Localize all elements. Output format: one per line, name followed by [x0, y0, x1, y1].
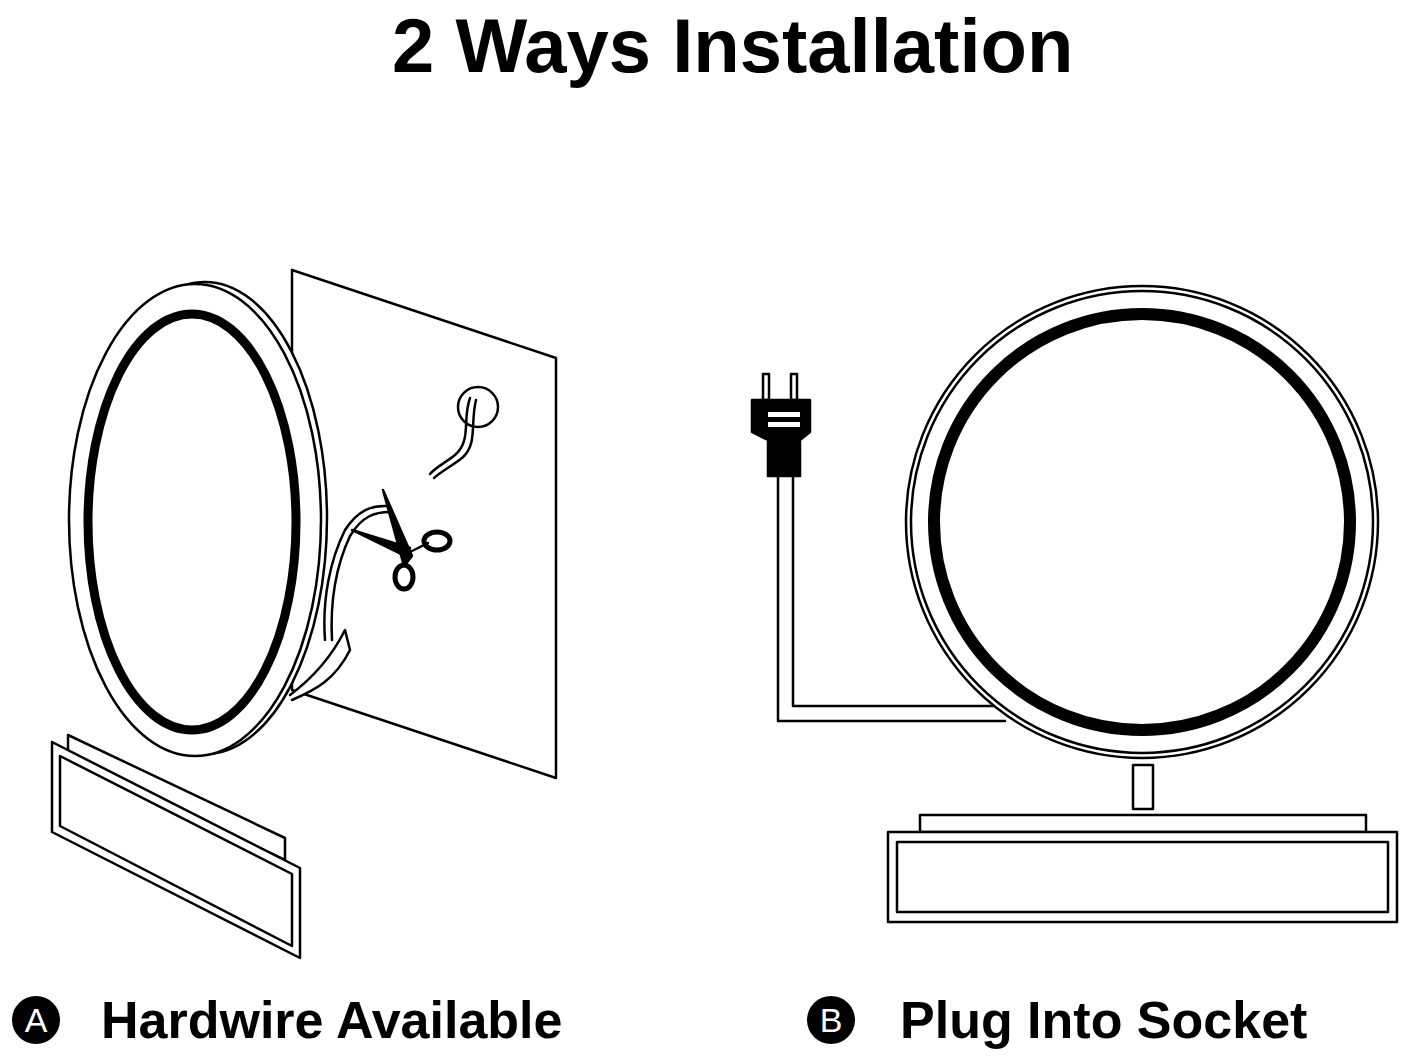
title: 2 Ways Installation [392, 8, 1073, 84]
junction-box [52, 735, 300, 958]
wall-plane [292, 270, 556, 778]
base-plate [920, 815, 1366, 832]
base-box [888, 832, 1397, 922]
oval-mirror [69, 282, 327, 756]
power-plug [752, 374, 810, 476]
callout-letter: B [820, 1003, 843, 1037]
scissors-symbol [352, 490, 450, 589]
callout-circle: A [11, 995, 61, 1045]
caption-label: Hardwire Available [101, 994, 562, 1046]
callout-letter: A [25, 1003, 48, 1037]
caption-label: Plug Into Socket [900, 994, 1307, 1046]
round-mirror [906, 286, 1378, 758]
wall-hole [458, 387, 498, 427]
mirror-stand [1133, 765, 1153, 809]
base-box [897, 842, 1388, 912]
callout-circle: B [806, 995, 856, 1045]
wall-wire [430, 398, 470, 474]
mirror-wire [332, 512, 390, 640]
wall-wire [434, 400, 476, 478]
